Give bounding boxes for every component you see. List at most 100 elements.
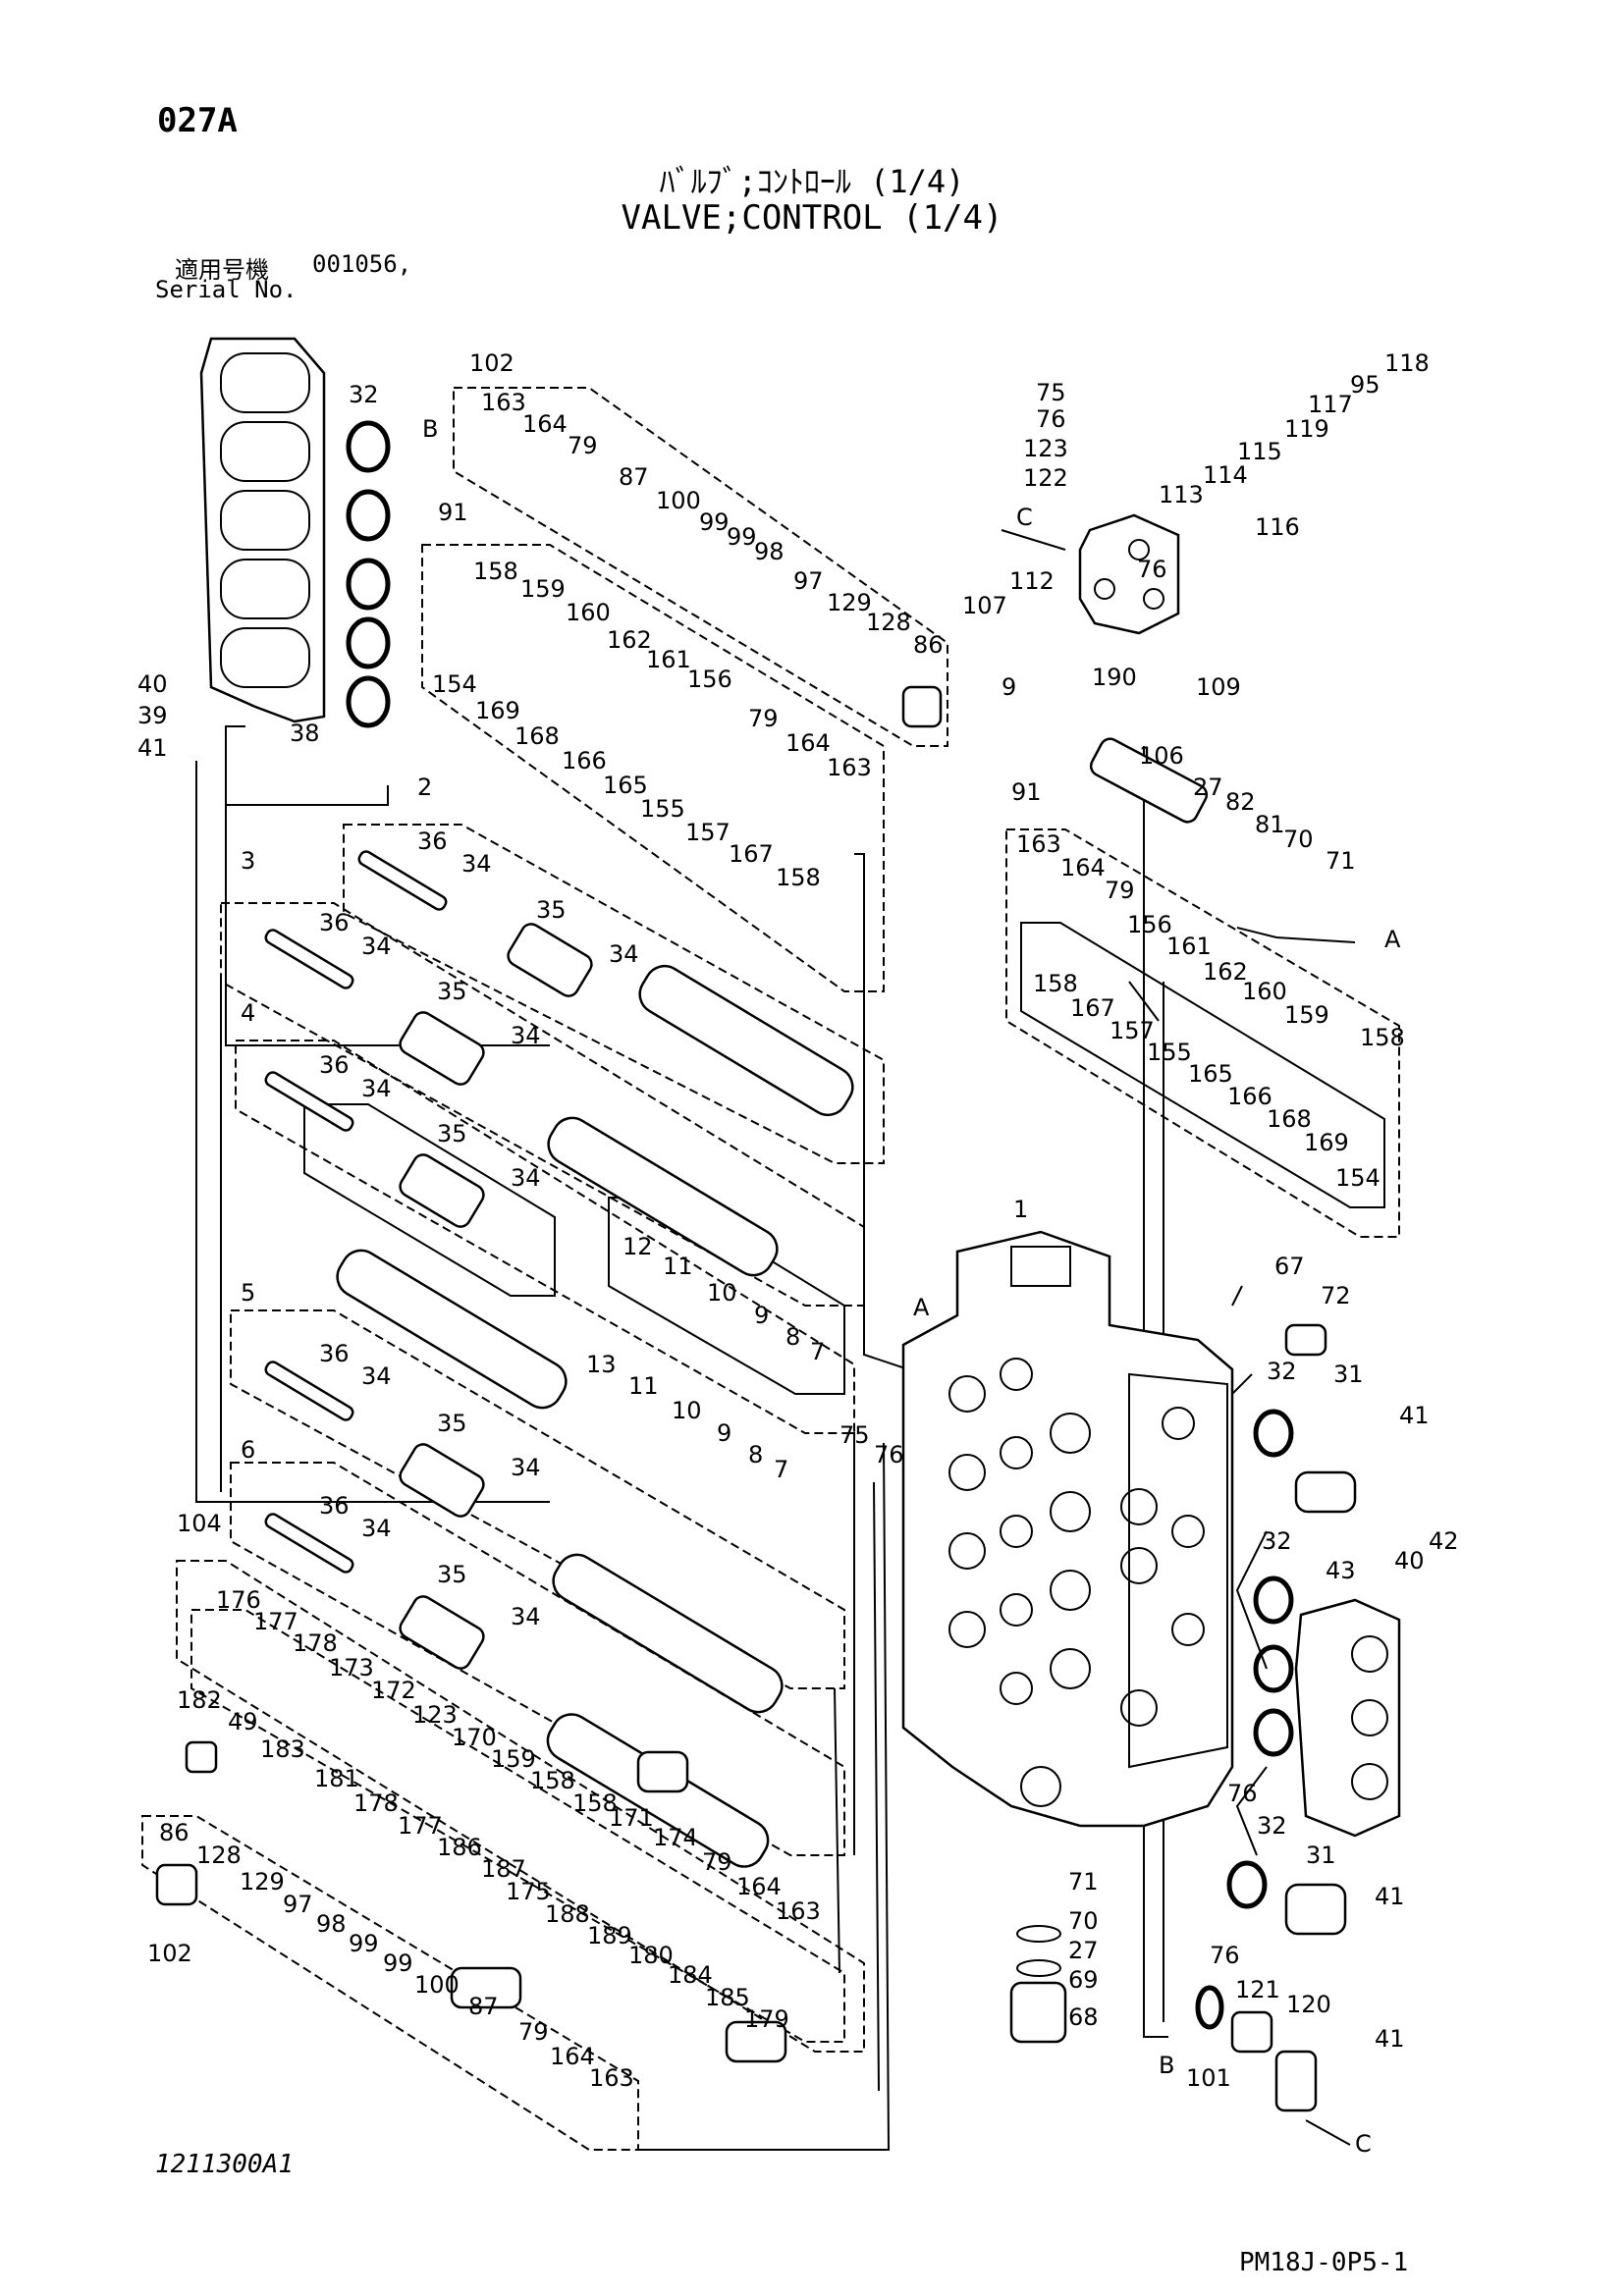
callout-158: 158: [776, 864, 821, 891]
callout-174: 174: [653, 1824, 698, 1851]
callout-81: 81: [1255, 811, 1285, 838]
callout-115: 115: [1237, 438, 1282, 465]
callout-164: 164: [1060, 854, 1106, 881]
callout-35: 35: [437, 1120, 467, 1148]
callout-72: 72: [1321, 1282, 1351, 1309]
callout-34: 34: [511, 1603, 541, 1630]
pin-36-group: [264, 850, 448, 1574]
callout-102: 102: [469, 349, 514, 377]
callout-169: 169: [1304, 1129, 1349, 1156]
callout-5: 5: [241, 1279, 255, 1307]
callout-34: 34: [609, 940, 639, 968]
callout-156: 156: [687, 666, 732, 693]
callout-70: 70: [1283, 826, 1314, 853]
callout-75: 75: [839, 1421, 870, 1449]
callout-27: 27: [1068, 1937, 1099, 1964]
leader-lines: [195, 529, 1356, 2151]
callout-9: 9: [754, 1302, 769, 1329]
callout-11: 11: [628, 1372, 659, 1400]
page-code: 027A: [157, 101, 238, 140]
callout-41: 41: [1375, 1883, 1405, 1910]
callout-168: 168: [514, 722, 560, 750]
callout-99: 99: [699, 508, 730, 536]
callout-159: 159: [520, 575, 566, 603]
callout-107: 107: [962, 592, 1007, 619]
callout-82: 82: [1225, 788, 1256, 816]
callout-165: 165: [603, 772, 648, 799]
callout-170: 170: [452, 1724, 497, 1751]
callout-79: 79: [518, 2018, 549, 2046]
callout-76: 76: [1210, 1942, 1240, 1969]
callout-76: 76: [1036, 405, 1066, 433]
callout-76: 76: [1227, 1780, 1258, 1807]
group-box-4-inner-a: [303, 1103, 556, 1297]
callout-123: 123: [1023, 435, 1068, 462]
callout-9: 9: [717, 1419, 731, 1447]
callout-165: 165: [1188, 1060, 1233, 1088]
callout-34: 34: [361, 933, 392, 960]
callout-7: 7: [774, 1456, 788, 1483]
callout-79: 79: [748, 705, 779, 732]
callout-160: 160: [1242, 978, 1287, 1005]
callout-173: 173: [329, 1654, 374, 1682]
callout-172: 172: [371, 1677, 416, 1704]
callout-35: 35: [536, 896, 567, 924]
callout-99: 99: [727, 523, 757, 551]
callout-154: 154: [1335, 1164, 1380, 1192]
callout-100: 100: [656, 487, 701, 514]
group-box-91-right: [1005, 828, 1400, 1238]
serial-label-japanese: 適用号機: [175, 256, 269, 284]
callout-177: 177: [398, 1812, 443, 1840]
callout-4: 4: [241, 999, 255, 1027]
callout-91: 91: [1011, 778, 1042, 806]
callout-186: 186: [437, 1834, 482, 1861]
callout-116: 116: [1255, 513, 1300, 541]
callout-100: 100: [414, 1971, 460, 1999]
callout-36: 36: [319, 1340, 350, 1367]
callout-114: 114: [1203, 461, 1248, 489]
callout-38: 38: [290, 720, 320, 747]
callout-10: 10: [707, 1279, 737, 1307]
callout-69: 69: [1068, 1966, 1099, 1994]
callout-12: 12: [623, 1233, 653, 1260]
callout-162: 162: [607, 626, 652, 654]
callout-41: 41: [137, 734, 168, 762]
callout-99: 99: [383, 1949, 413, 1977]
callout-31: 31: [1306, 1842, 1336, 1869]
callout-31: 31: [1333, 1361, 1364, 1388]
callout-49: 49: [228, 1708, 258, 1735]
callout-166: 166: [562, 747, 607, 774]
group-box-104: [176, 1560, 865, 2053]
title-english: VALVE;CONTROL (1/4): [621, 198, 1003, 238]
callout-123: 123: [412, 1701, 458, 1729]
callout-171: 171: [609, 1804, 654, 1832]
callout-36: 36: [319, 1492, 350, 1520]
callout-161: 161: [646, 646, 691, 673]
callout-168: 168: [1267, 1105, 1312, 1133]
callout-166: 166: [1227, 1083, 1272, 1110]
callout-labels: 102 163 164 79 87 100 99 99 98 97 129 12…: [137, 349, 1459, 2158]
callout-164: 164: [522, 410, 568, 438]
callout-154: 154: [432, 670, 477, 698]
callout-34: 34: [361, 1075, 392, 1102]
callout-98: 98: [754, 538, 785, 565]
callout-176: 176: [216, 1586, 261, 1614]
title-japanese: ﾊﾞﾙﾌﾞ;ｺﾝﾄﾛｰﾙ (1/4): [659, 163, 965, 200]
callout-32: 32: [1262, 1527, 1292, 1555]
callout-180: 180: [628, 1942, 674, 1969]
callout-164: 164: [736, 1873, 782, 1900]
callout-181: 181: [314, 1765, 359, 1792]
callout-36: 36: [319, 1051, 350, 1079]
callout-13: 13: [586, 1351, 617, 1378]
callout-79: 79: [702, 1848, 732, 1876]
callout-117: 117: [1308, 391, 1353, 418]
callout-86: 86: [913, 631, 944, 659]
callout-159: 159: [1284, 1001, 1329, 1029]
callout-164: 164: [785, 729, 831, 757]
callout-156: 156: [1127, 911, 1172, 938]
callout-128: 128: [866, 609, 911, 636]
callout-34: 34: [511, 1454, 541, 1481]
spool-4: [336, 1249, 568, 1410]
callout-98: 98: [316, 1910, 347, 1938]
spool-2: [638, 964, 854, 1117]
